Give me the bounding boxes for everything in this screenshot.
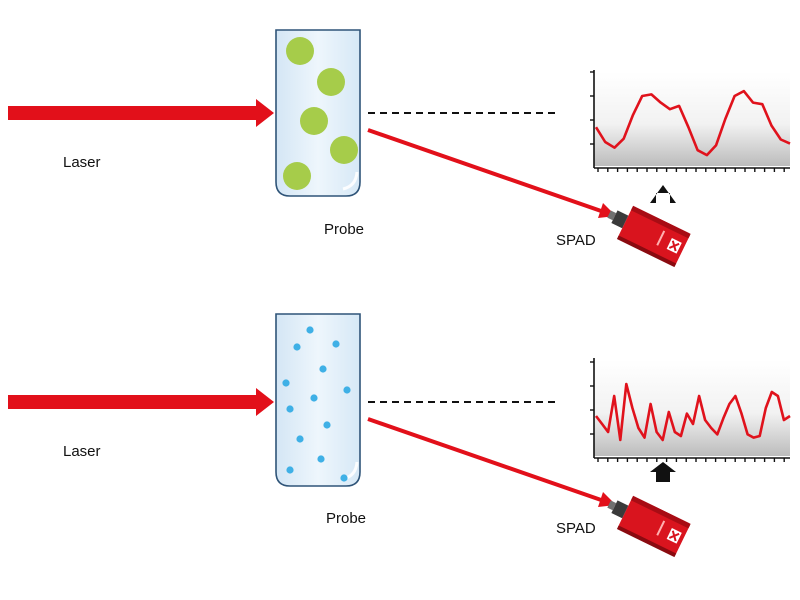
particle (283, 162, 311, 190)
particle (286, 37, 314, 65)
probe-label: Probe (326, 510, 366, 527)
particle (317, 68, 345, 96)
laser-beam (8, 99, 274, 127)
spad-label: SPAD (556, 232, 596, 249)
particle (282, 379, 290, 387)
particle (306, 326, 314, 334)
particle (317, 455, 325, 463)
particle (300, 107, 328, 135)
plot-ticks (590, 71, 785, 172)
panel-top: Laser Probe (8, 29, 791, 268)
scattered-beam (367, 417, 616, 507)
signal-trace (594, 89, 791, 157)
particle (330, 136, 358, 164)
laser-arrowhead-icon (256, 388, 274, 416)
spad-detector (607, 205, 691, 268)
particle (286, 466, 294, 474)
laser-label: Laser (63, 154, 101, 171)
particle (319, 365, 327, 373)
particle (286, 405, 294, 413)
laser-beam (8, 388, 274, 416)
spad-label: SPAD (556, 520, 596, 537)
signal-trace (594, 382, 791, 442)
panel-bottom: Laser Probe (8, 313, 791, 558)
particle (293, 343, 301, 351)
up-arrow-icon (650, 185, 676, 203)
probe-tube (275, 313, 361, 487)
scattered-beam (367, 128, 616, 218)
particle (323, 421, 331, 429)
particle (310, 394, 318, 402)
particle (296, 435, 304, 443)
particle (343, 386, 351, 394)
signal-plot (590, 70, 791, 172)
probe-label: Probe (324, 221, 364, 238)
laser-arrowhead-icon (256, 99, 274, 127)
spad-detector (607, 495, 691, 558)
particle (332, 340, 340, 348)
particle (340, 474, 348, 482)
laser-label: Laser (63, 443, 101, 460)
probe-tube (275, 29, 361, 197)
up-arrow-icon (650, 462, 676, 482)
plot-ticks (590, 361, 785, 462)
signal-plot (590, 358, 791, 462)
